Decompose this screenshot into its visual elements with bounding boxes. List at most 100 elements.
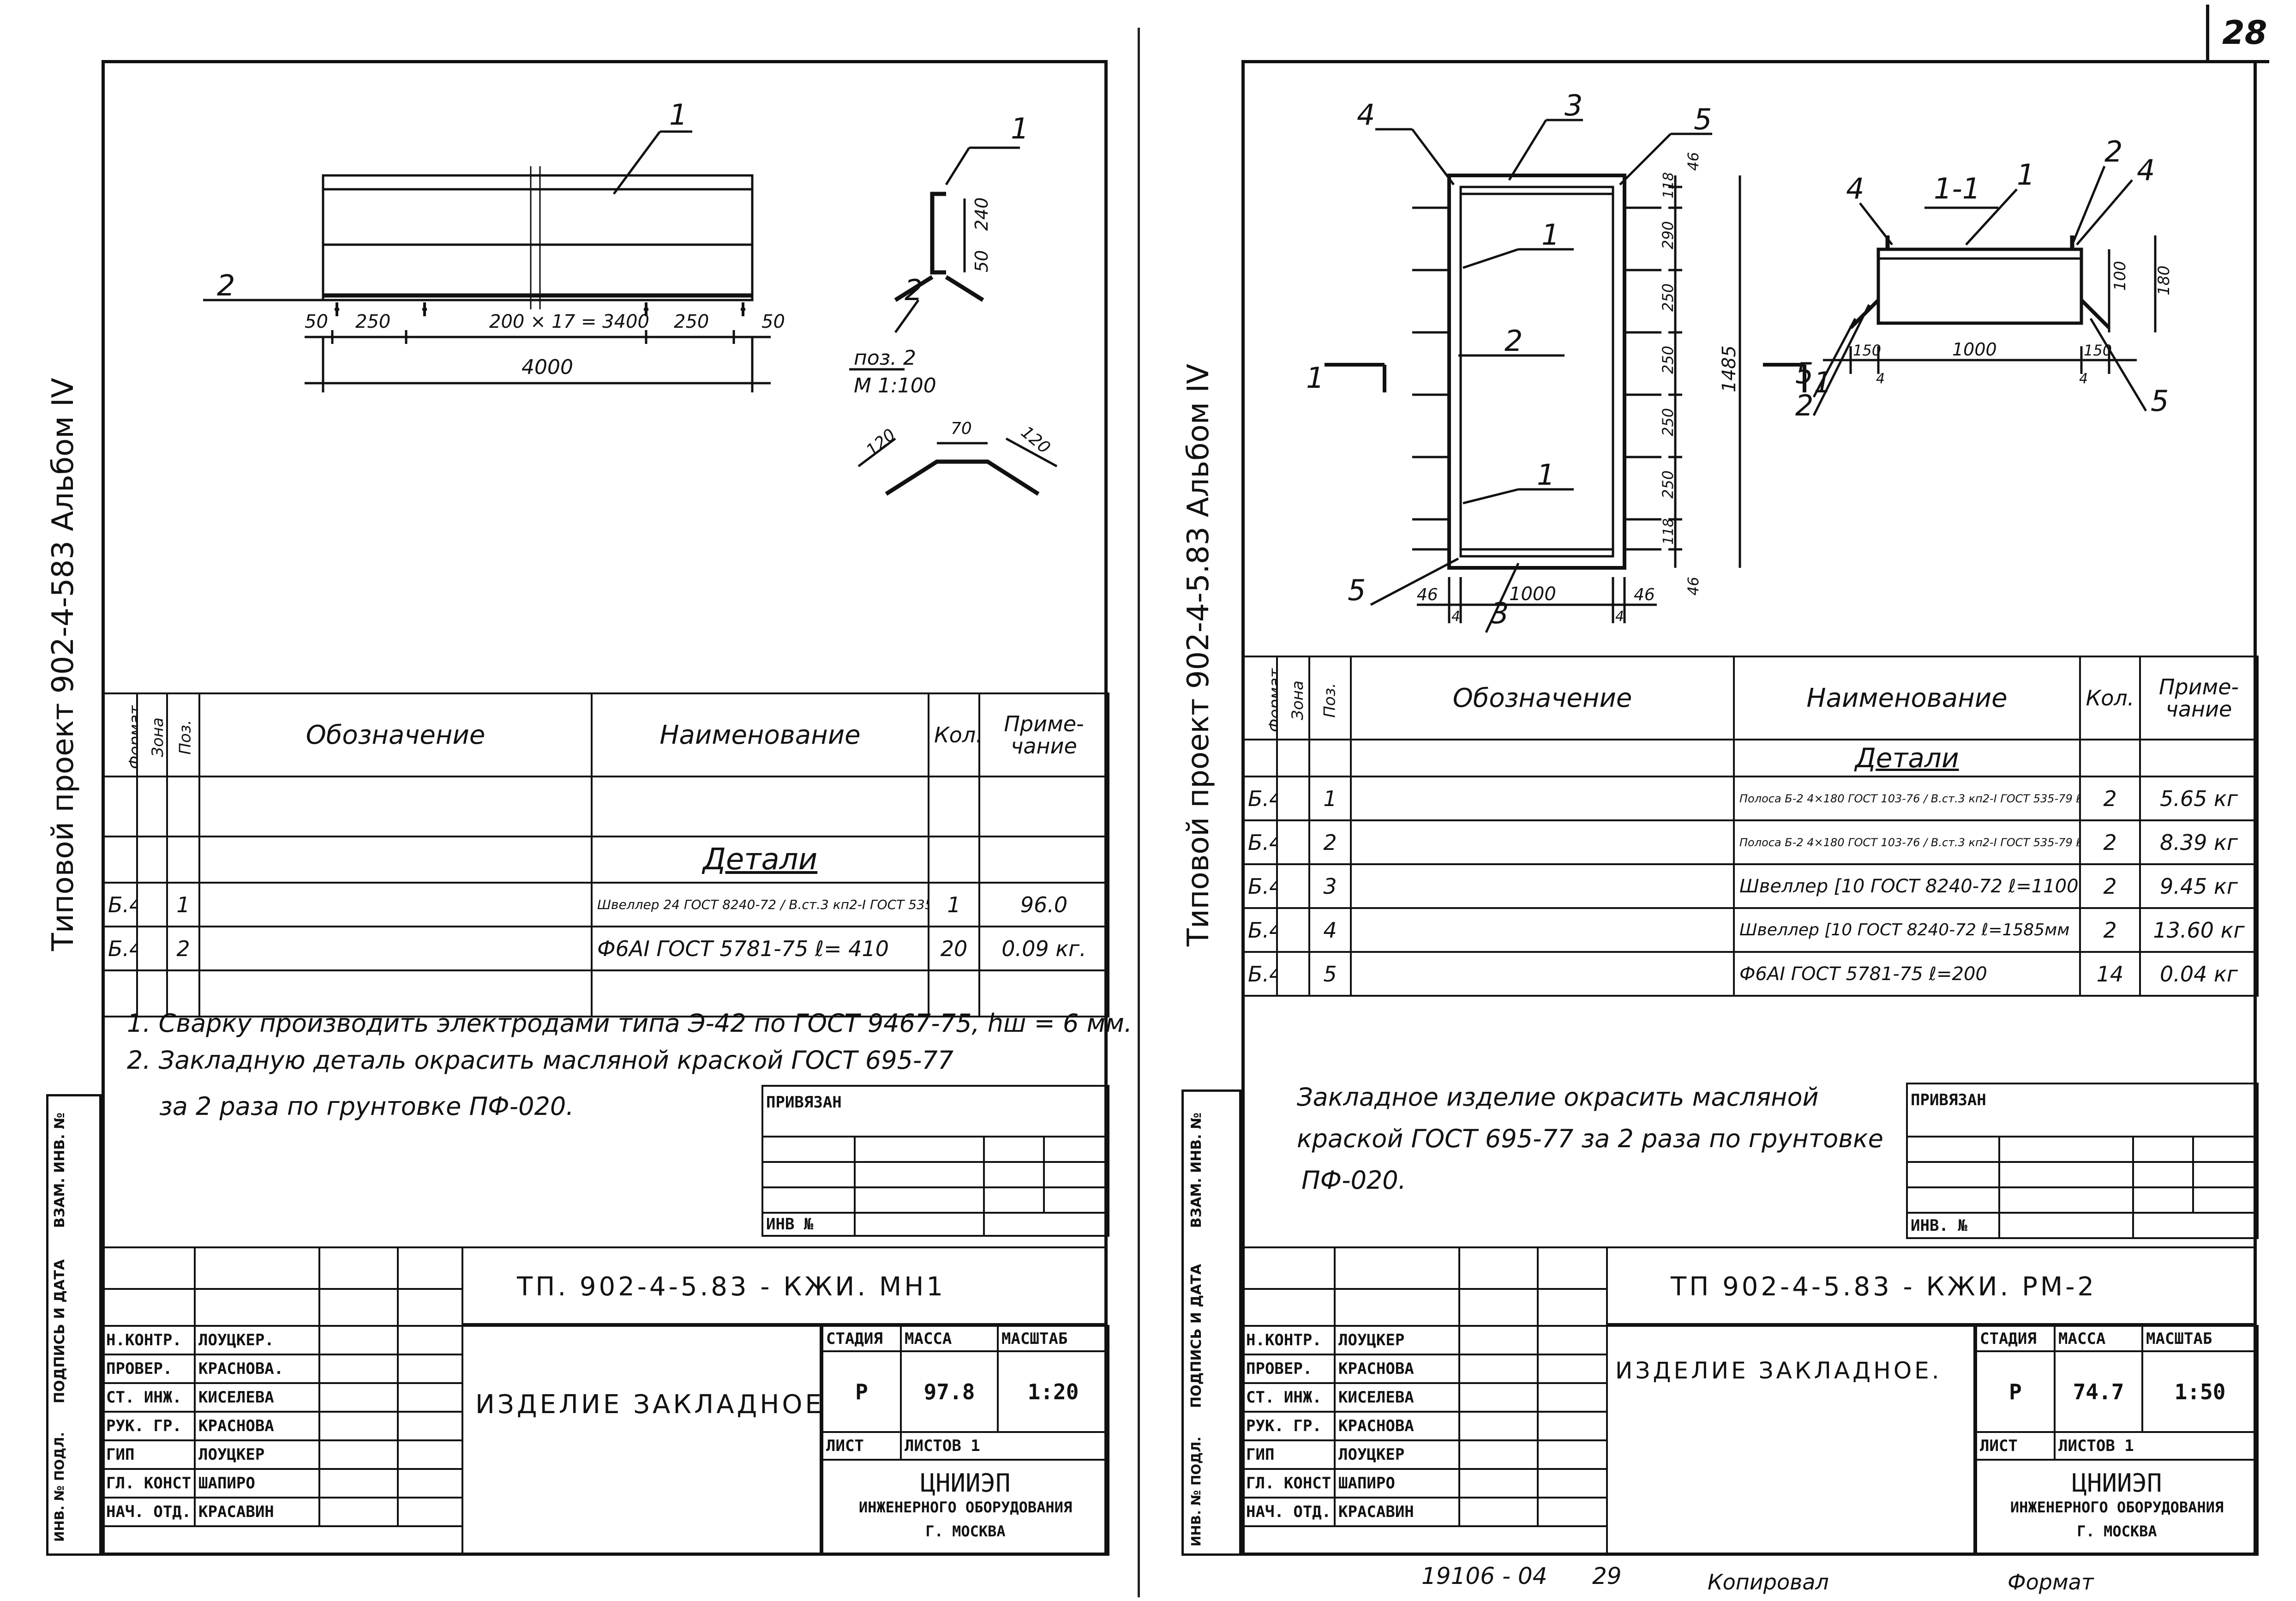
sec-callout-4r: 4 [2137, 153, 2155, 187]
r-callout-4-top: 4 [1357, 98, 1375, 132]
left-spec-table: Формат Зона Поз. Обозначение Наименовани… [102, 692, 1109, 1017]
r-callout-1a: 1 [1541, 218, 1559, 252]
left-h-qty: Кол. [928, 692, 980, 777]
sec-callout-5r: 5 [2151, 384, 2169, 418]
r-callout-2: 2 [1505, 324, 1523, 358]
list-item: РУК. ГР.КРАСНОВА [102, 1411, 463, 1441]
left-section-title: Детали [591, 836, 929, 884]
right-h-pos: Поз. [1308, 656, 1352, 740]
sec-v-100: 100 [2111, 261, 2129, 291]
corner-number: 28 [2222, 14, 2267, 52]
left-side-vzam: ВЗАМ. ИНВ. № [52, 1112, 68, 1228]
table-row: Б.43 Швеллер [10 ГОСТ 8240-72 ℓ=110029.4… [1241, 863, 2259, 909]
right-side-inv: ИНВ. № ПОДЛ. [1188, 1436, 1204, 1547]
detail-label: поз. 2 [854, 346, 916, 370]
detail-dim-120b: 120 [1017, 422, 1054, 457]
right-doc-title: ИЗДЕЛИЕ ЗАКЛАДНОЕ. [1615, 1357, 1942, 1384]
left-h-note: Приме-чание [978, 692, 1109, 777]
left-side-inv: ИНВ. № ПОДЛ. [52, 1432, 67, 1542]
corner-number-box [2206, 5, 2269, 63]
plan-v-46a: 46 [1685, 152, 1702, 171]
right-drawing: 3 4 5 1 2 1 5 3 1 2 4 4 5 2 5 1 1 1-1 14… [1306, 89, 2173, 633]
right-h-name: Наименование [1733, 656, 2081, 740]
table-row: Б.44 Швеллер [10 ГОСТ 8240-72 ℓ=1585мм21… [1241, 907, 2259, 953]
plan-h-46b: 46 [1634, 585, 1655, 604]
right-album-label: Типовой проект 902-4-5.83 Альбом IV [1181, 364, 1216, 946]
dim-3400: 200 × 17 = 3400 [489, 311, 649, 332]
plan-v-250a: 250 [1659, 283, 1677, 312]
sec-h-150a: 150 [1853, 342, 1881, 359]
sheet-divider [1138, 28, 1140, 1597]
right-org-2: ИНЖЕНЕРНОГО ОБОРУДОВАНИЯ [2010, 1499, 2224, 1516]
dim-250-right: 250 [674, 311, 709, 332]
cut-label-right: 1 [1814, 366, 1832, 399]
detail-scale: М 1:100 [854, 374, 936, 397]
sec-h-150b: 150 [2084, 342, 2112, 359]
list-item: Н.КОНТР.ЛОУЦКЕР. [102, 1325, 463, 1355]
dim-50-left: 50 [305, 311, 328, 332]
left-h-designation: Обозначение [198, 692, 593, 777]
left-h-name: Наименование [591, 692, 929, 777]
detail-dim-120a: 120 [863, 425, 899, 460]
list-item: РУК. ГР.КРАСНОВА [1241, 1411, 1608, 1441]
plan-v-250b: 250 [1659, 346, 1677, 374]
plan-h-4b: 4 [1615, 608, 1624, 625]
dim-50-right: 50 [761, 311, 785, 332]
right-org-3: Г. МОСКВА [2077, 1523, 2157, 1540]
plan-h-4a: 4 [1451, 608, 1460, 625]
right-side-strip [1181, 1089, 1241, 1556]
left-title-block: Н.КОНТР.ЛОУЦКЕР. ПРОВЕР.КРАСНОВА. СТ. ИН… [102, 1246, 1109, 1556]
callout-1-sect: 1 [1011, 112, 1029, 145]
plan-v-290: 290 [1659, 221, 1677, 249]
detail-dim-70: 70 [951, 419, 972, 438]
list-item: СТ. ИНЖ.КИСЕЛЕВА [1241, 1382, 1608, 1413]
left-org-2: ИНЖЕНЕРНОГО ОБОРУДОВАНИЯ [858, 1499, 1073, 1516]
left-note-2: 2. Закладную деталь окрасить масляной кр… [127, 1046, 954, 1075]
sec-h-4b: 4 [2079, 371, 2088, 387]
right-roles: Н.КОНТР.ЛОУЦКЕР ПРОВЕР.КРАСНОВА СТ. ИНЖ.… [1241, 1246, 1608, 1527]
left-doc-code: ТП. 902-4-5.83 - КЖИ. МН1 [517, 1272, 946, 1302]
list-item: ГЛ. КОНСТ.ШАПИРО [102, 1468, 463, 1499]
right-note-1: Закладное изделие окрасить масляной [1297, 1083, 1819, 1112]
left-side-podpis: ПОДПИСЬ И ДАТА [52, 1259, 68, 1403]
left-side-strip [46, 1094, 102, 1556]
dim-250-left: 250 [355, 311, 390, 332]
sec-callout-2: 2 [2104, 135, 2122, 169]
list-item: НАЧ. ОТД.КРАСАВИН [102, 1497, 463, 1527]
plan-v-250c: 250 [1659, 408, 1677, 436]
callout-2-elev: 2 [217, 269, 235, 302]
right-h-format: Формат [1241, 656, 1278, 740]
right-h-designation: Обозначение [1350, 656, 1735, 740]
right-section-title: Детали [1733, 739, 2081, 777]
section-body [1876, 247, 2083, 325]
left-roles: Н.КОНТР.ЛОУЦКЕР. ПРОВЕР.КРАСНОВА. СТ. ИН… [102, 1246, 463, 1527]
left-privyazan-stamp: ПРИВЯЗАН ИНВ № [761, 1085, 1110, 1237]
plan-outer [1447, 174, 1626, 570]
table-row: Б.41 Швеллер 24 ГОСТ 8240-72 / В.ст.3 кп… [102, 882, 1109, 927]
cut-label-left: 1 [1306, 361, 1324, 395]
left-drawing: 1 2 1 2 50 250 200 × 17 = 3400 250 50 40… [203, 98, 1058, 496]
list-item: ПРОВЕР.КРАСНОВА. [102, 1354, 463, 1384]
right-side-podpis: ПОДПИСЬ И ДАТА [1188, 1264, 1205, 1408]
left-org-3: Г. МОСКВА [925, 1523, 1006, 1540]
list-item: Н.КОНТР.ЛОУЦКЕР [1241, 1325, 1608, 1355]
right-note-2: краской ГОСТ 695-77 за 2 раза по грунтов… [1297, 1124, 1883, 1153]
left-h-pos: Поз. [166, 692, 200, 777]
r-callout-5-top: 5 [1694, 102, 1712, 136]
callout-2-sect: 2 [905, 273, 923, 307]
left-note-1: 1. Сварку производить электродами типа Э… [127, 1009, 1133, 1038]
sect-dim-50: 50 [971, 250, 992, 272]
channel-elevation [322, 174, 754, 301]
plan-v-46b: 46 [1685, 577, 1702, 596]
left-h-format: Формат [102, 692, 138, 777]
right-org-1: ЦНИИЭП [2072, 1469, 2162, 1498]
right-side-vzam: ВЗАМ. ИНВ. № [1188, 1112, 1205, 1228]
sec-callout-4l: 4 [1846, 172, 1864, 205]
section-title: 1-1 [1934, 172, 1980, 205]
sect-dim-240: 240 [971, 197, 992, 231]
left-h-zone: Зона [136, 692, 168, 777]
list-item: ГЛ. КОНСТ.ШАПИРО [1241, 1468, 1608, 1499]
